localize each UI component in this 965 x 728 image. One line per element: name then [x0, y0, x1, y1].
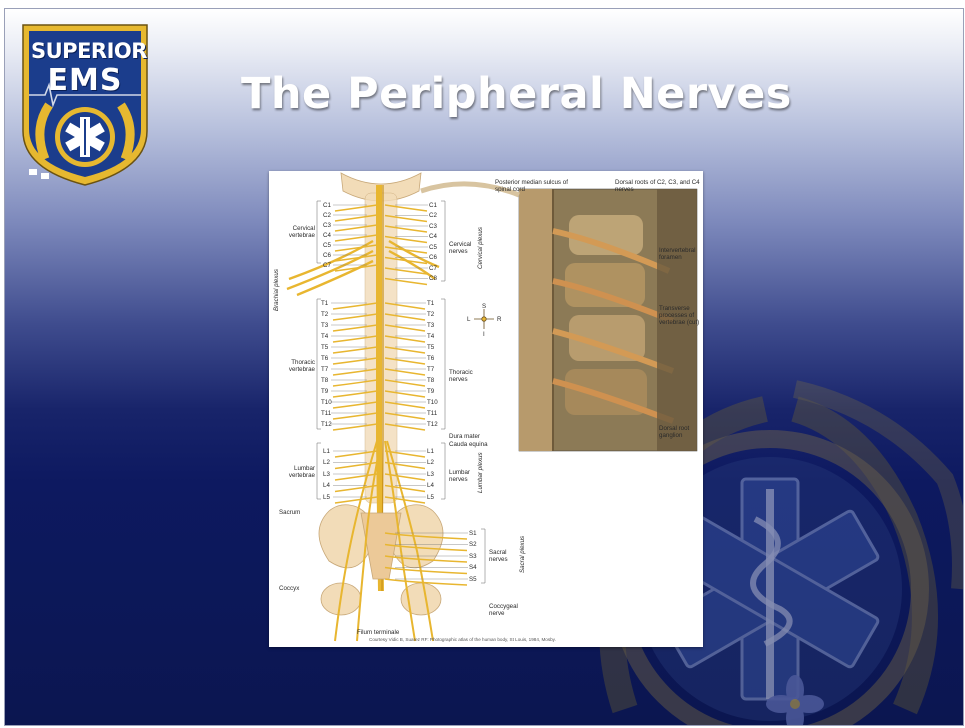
logo-text-superior: SUPERIOR	[31, 39, 139, 63]
label-coccyx: Coccyx	[279, 585, 299, 592]
segment-label: L3	[323, 471, 330, 478]
segment-label: L5	[427, 494, 434, 501]
segment-label: S5	[469, 576, 477, 583]
label-lumbar-plexus: Lumbar plexus	[477, 452, 484, 493]
figure-credit: Courtesy Vidic B, Suarez RF: Photographi…	[369, 637, 556, 642]
segment-label: T5	[321, 344, 328, 351]
segment-label: T12	[321, 421, 332, 428]
compass-left: L	[467, 316, 470, 323]
superior-ems-logo: SUPERIOR EMS	[15, 19, 155, 189]
segment-label: C6	[429, 254, 437, 261]
segment-label: C7	[429, 265, 437, 272]
segment-label: C2	[323, 212, 331, 219]
segment-label: T10	[427, 399, 438, 406]
segment-label: T7	[321, 366, 328, 373]
segment-label: S2	[469, 541, 477, 548]
compass-inferior: I	[483, 331, 485, 338]
segment-label: T1	[321, 300, 328, 307]
segment-label: L2	[427, 459, 434, 466]
label-intervertebral-foramen: Intervertebral foramen	[659, 247, 703, 261]
label-cauda-equina: Cauda equina	[449, 441, 488, 448]
segment-label: C8	[429, 275, 437, 282]
label-dorsal-roots: Dorsal roots of C2, C3, and C4 nerves	[615, 179, 701, 193]
segment-label: C3	[323, 222, 331, 229]
segment-label: T3	[427, 322, 434, 329]
segment-label: C6	[323, 252, 331, 259]
segment-label: C3	[429, 223, 437, 230]
segment-label: T4	[321, 333, 328, 340]
segment-label: C5	[429, 244, 437, 251]
segment-label: C4	[323, 232, 331, 239]
segment-label: C5	[323, 242, 331, 249]
segment-label: T7	[427, 366, 434, 373]
spine-illustration	[269, 171, 703, 647]
label-thoracic-vertebrae: Thoracic vertebrae	[277, 359, 315, 373]
segment-label: T3	[321, 322, 328, 329]
segment-label: L2	[323, 459, 330, 466]
label-sacral-nerves: Sacral nerves	[489, 549, 515, 563]
segment-label: S4	[469, 564, 477, 571]
spinal-nerves-figure: C1C2C3C4C5C6C7 C1C2C3C4C5C6C7C8 T1T2T3T4…	[269, 171, 703, 647]
label-filum-terminale: Filum terminale	[357, 629, 399, 636]
segment-label: T2	[427, 311, 434, 318]
label-transverse-processes: Transverse processes of vertebrae (cut)	[659, 305, 703, 326]
segment-label: T9	[321, 388, 328, 395]
compass-right: R	[497, 316, 501, 323]
label-sacral-plexus: Sacral plexus	[519, 536, 526, 573]
slide: SUPERIOR EMS The Peripheral Nerves	[4, 8, 964, 726]
logo-text-ems: EMS	[31, 63, 139, 98]
segment-label: T11	[321, 410, 331, 417]
segment-label: L4	[427, 482, 434, 489]
label-lumbar-vertebrae: Lumbar vertebrae	[277, 465, 315, 479]
compass-superior: S	[482, 303, 486, 310]
segment-label: T11	[427, 410, 437, 417]
label-cervical-nerves: Cervical nerves	[449, 241, 475, 255]
label-cervical-plexus: Cervical plexus	[477, 227, 484, 269]
segment-label: T10	[321, 399, 332, 406]
segment-label: T8	[321, 377, 328, 384]
segment-label: L1	[427, 448, 434, 455]
segment-label: C7	[323, 262, 331, 269]
segment-label: T2	[321, 311, 328, 318]
label-coccygeal-nerve: Coccygeal nerve	[489, 603, 519, 617]
segment-label: T6	[427, 355, 434, 362]
nerve-branch	[385, 568, 467, 574]
segment-label: S3	[469, 553, 477, 560]
segment-label: T12	[427, 421, 438, 428]
segment-label: T8	[427, 377, 434, 384]
label-dura-mater: Dura mater	[449, 433, 480, 440]
segment-label: L1	[323, 448, 330, 455]
label-posterior-median-sulcus: Posterior median sulcus of spinal cord	[495, 179, 575, 193]
label-brachial-plexus: Brachial plexus	[273, 269, 280, 311]
segment-label: L5	[323, 494, 330, 501]
label-sacrum: Sacrum	[279, 509, 300, 516]
segment-label: T6	[321, 355, 328, 362]
segment-label: C4	[429, 233, 437, 240]
segment-label: C1	[429, 202, 437, 209]
segment-label: S1	[469, 530, 477, 537]
segment-label: C2	[429, 212, 437, 219]
segment-label: C1	[323, 202, 331, 209]
label-cervical-vertebrae: Cervical vertebrae	[271, 225, 315, 239]
segment-label: T9	[427, 388, 434, 395]
segment-label: T5	[427, 344, 434, 351]
segment-label: T1	[427, 300, 434, 307]
label-thoracic-nerves: Thoracic nerves	[449, 369, 479, 383]
label-lumbar-nerves: Lumbar nerves	[449, 469, 475, 483]
slide-title: The Peripheral Nerves	[241, 69, 792, 119]
segment-label: L3	[427, 471, 434, 478]
segment-label: T4	[427, 333, 434, 340]
segment-label: L4	[323, 482, 330, 489]
label-dorsal-root-ganglion: Dorsal root ganglion	[659, 425, 703, 439]
